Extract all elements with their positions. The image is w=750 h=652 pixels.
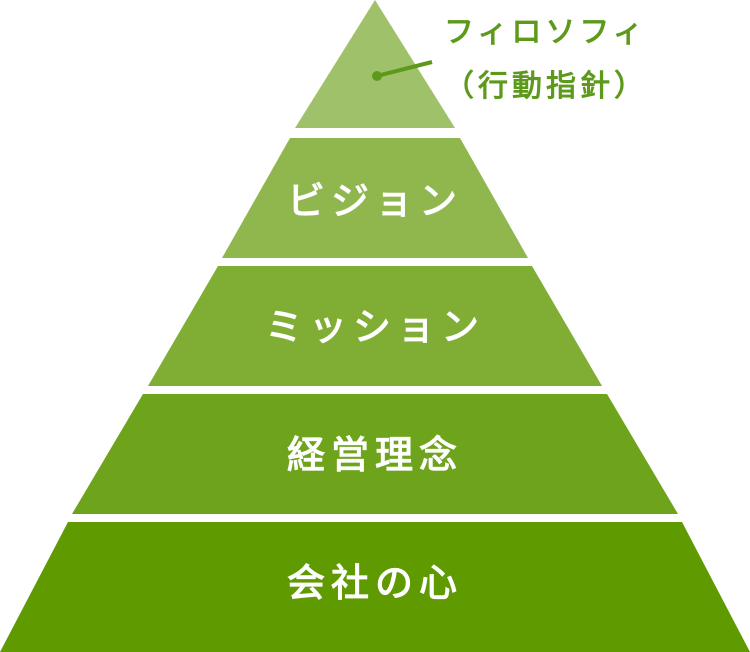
pyramid-tier-company-heart: [0, 522, 750, 652]
pyramid-tier-vision: [222, 138, 528, 258]
tier-label-mission: ミッション: [265, 305, 485, 349]
tier-label-management-philosophy: 経営理念: [287, 433, 463, 477]
callout-label-line1: フィロソフィ: [444, 15, 647, 50]
pyramid-tier-management-philosophy: [72, 394, 678, 514]
pyramid-tier-philosophy: [295, 0, 455, 128]
tier-label-company-heart: 会社の心: [287, 561, 463, 605]
pyramid-tier-mission: [148, 266, 602, 386]
callout-leader-line: [376, 60, 433, 78]
callout-label-line2: （行動指針）: [444, 69, 648, 104]
tier-label-vision: ビジョン: [287, 179, 463, 223]
callout-dot: [372, 71, 382, 81]
